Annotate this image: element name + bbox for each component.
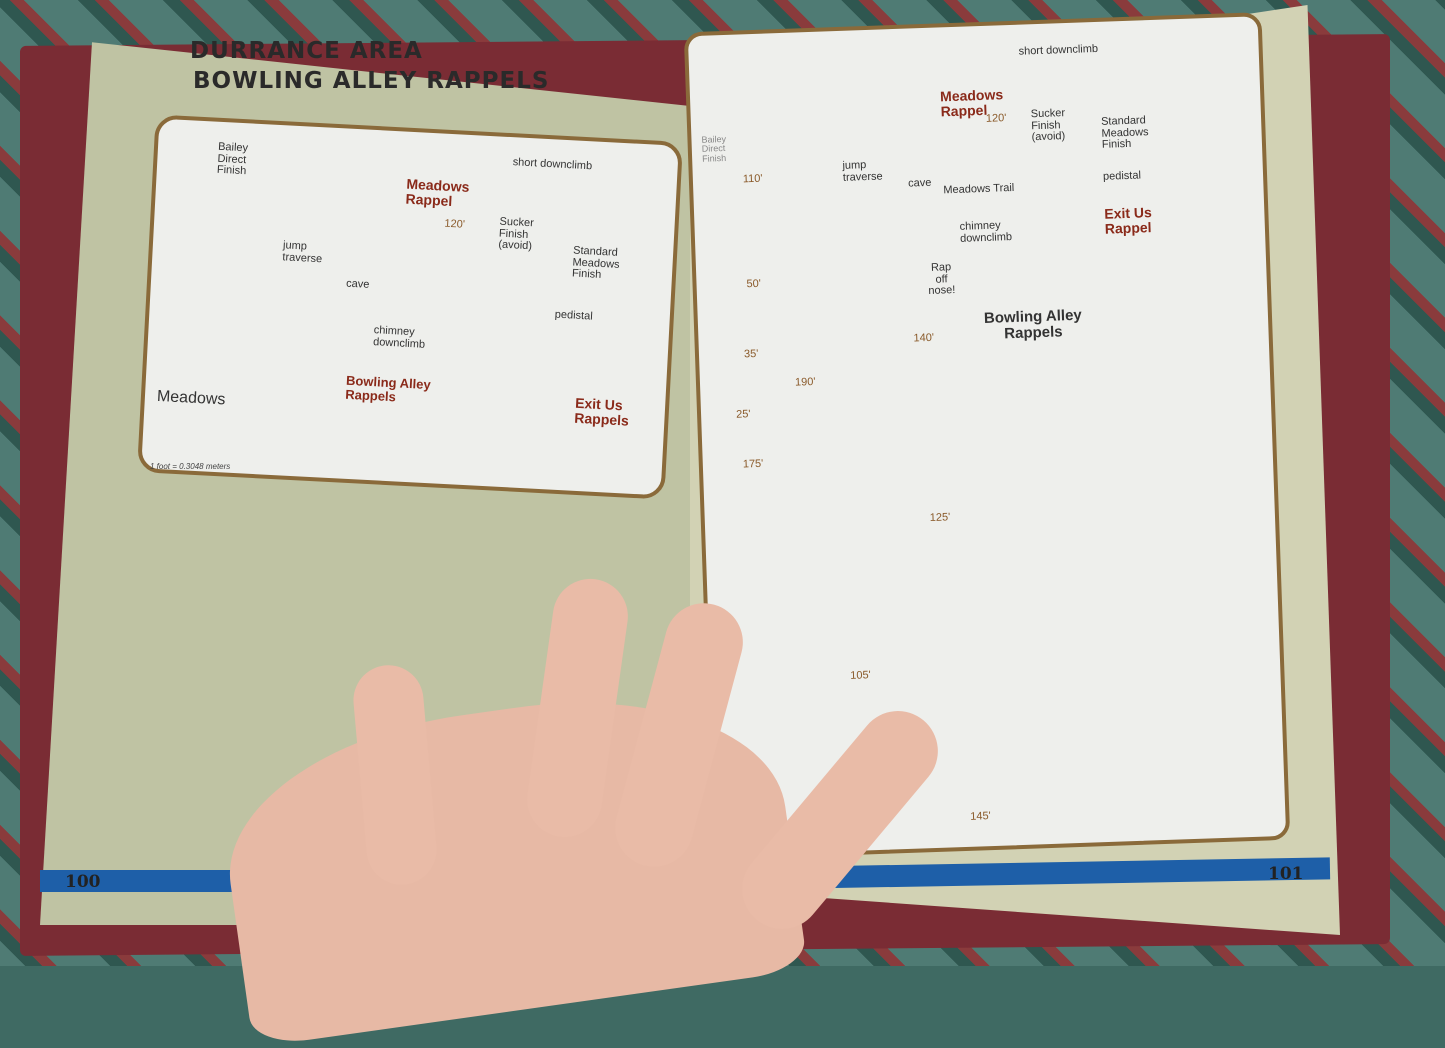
map-label: Bailey Direct Finish (216, 140, 249, 178)
map-label: 125' (929, 511, 951, 525)
map-label: pedistal (554, 308, 593, 323)
map-label: chimney downclimb (959, 219, 1013, 245)
scale-note: 1 foot = 0.3048 meters (150, 462, 231, 471)
page-title-area: DURRANCE AREA (190, 38, 423, 64)
map-label: short downclimb (512, 156, 593, 173)
map-label: Standard Meadows Finish (1100, 114, 1149, 151)
map-label: 25' (735, 408, 751, 421)
map-label: 105' (850, 669, 871, 682)
map-label: 190' (794, 375, 816, 389)
page-footer-bar (40, 870, 290, 892)
map-label: Meadows Rappel (405, 175, 470, 209)
page-number-right: 101 (1268, 864, 1304, 884)
map-label: Standard Meadows Finish (571, 244, 620, 282)
map-label: short downclimb (1018, 42, 1099, 58)
map-label: Exit Us Rappel (1104, 204, 1153, 237)
map-label: chimney downclimb (372, 324, 426, 351)
map-label: cave (345, 277, 370, 291)
map-label: Sucker Finish (avoid) (1030, 107, 1066, 144)
map-label: Bowling Alley Rappels (983, 306, 1083, 343)
map-label: pedistal (1102, 169, 1142, 183)
map-label: jump traverse (842, 159, 883, 184)
map-label: cave (907, 176, 932, 190)
map-label: 140' (913, 331, 935, 345)
map-label: Bowling Alley Rappels (344, 372, 432, 405)
map-label: 50' (746, 277, 762, 291)
map-label: jump traverse (282, 239, 323, 265)
map-label: Meadows Trail (943, 181, 1015, 197)
map-label: Rap off nose! (928, 261, 956, 298)
map-label: 35' (743, 347, 759, 361)
map-label: Meadows (156, 387, 226, 409)
map-label: 175' (742, 457, 764, 471)
map-label: Bailey Direct Finish (701, 133, 727, 164)
map-label: Sucker Finish (avoid) (498, 215, 535, 253)
map-label: Exit Us Rappels (574, 394, 630, 429)
right-topo-map: short downclimb Bailey Direct Finish Mea… (683, 12, 1291, 860)
map-label: 120' (444, 217, 466, 231)
left-topo-map: Bailey Direct Finish short downclimb Mea… (136, 114, 684, 500)
map-label: 110' (742, 172, 763, 186)
page-number-left: 100 (65, 872, 101, 892)
page-title: BOWLING ALLEY RAPPELS (193, 68, 550, 94)
map-label: 120' (985, 112, 1007, 125)
map-label: 145' (970, 810, 991, 823)
